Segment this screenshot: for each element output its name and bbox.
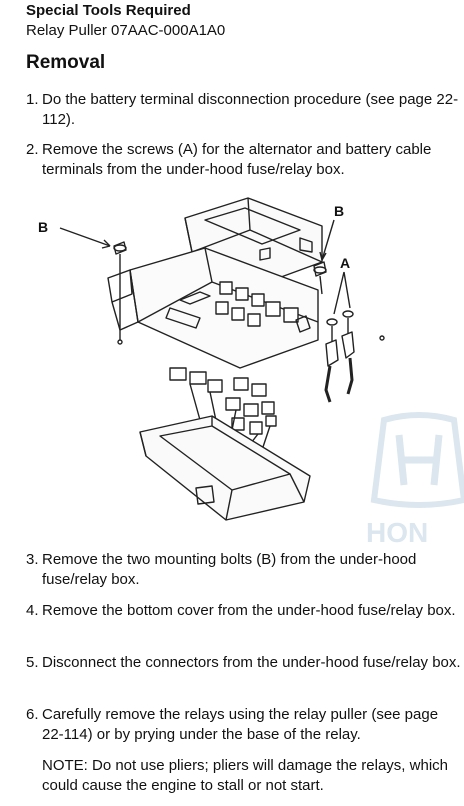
- step-number: 6.: [26, 706, 39, 723]
- step-text: Remove the two mounting bolts (B) from t…: [42, 551, 417, 588]
- step-number: 3.: [26, 551, 39, 568]
- step-6: 6.Carefully remove the relays using the …: [26, 705, 462, 745]
- step-text: Remove the bottom cover from the under-h…: [42, 602, 456, 619]
- step-2: 2.Remove the screws (A) for the alternat…: [26, 140, 462, 180]
- step-5: 5.Disconnect the connectors from the und…: [26, 653, 462, 673]
- callout-b-left: B: [38, 219, 48, 235]
- step-text: Remove the screws (A) for the alternator…: [42, 141, 432, 178]
- step-number: 5.: [26, 654, 39, 671]
- step-text: Do the battery terminal disconnection pr…: [42, 91, 459, 128]
- fuse-box-diagram: B B A: [38, 197, 385, 521]
- callout-leader-b-right: [321, 219, 335, 261]
- step-number: 4.: [26, 602, 39, 619]
- callout-arrow-b-left: [101, 239, 111, 249]
- step-1: 1.Do the battery terminal disconnection …: [26, 90, 462, 130]
- callout-a: A: [340, 255, 350, 271]
- step-number: 1.: [26, 91, 39, 108]
- callout-leader-a: [333, 271, 351, 315]
- watermark-text: HON: [366, 517, 428, 548]
- bottom-cover: [139, 415, 311, 521]
- step-4: 4.Remove the bottom cover from the under…: [26, 601, 462, 621]
- terminal-screws: [324, 310, 385, 403]
- mounting-bolt-left: [113, 241, 127, 345]
- callout-arrow-b-right: [319, 251, 327, 261]
- step-text: Disconnect the connectors from the under…: [42, 654, 461, 671]
- step-3: 3.Remove the two mounting bolts (B) from…: [26, 550, 462, 590]
- section-heading: Removal: [26, 52, 106, 73]
- note: NOTE: Do not use pliers; pliers will dam…: [42, 757, 448, 794]
- step-number: 2.: [26, 141, 39, 158]
- special-tools-item: Relay Puller 07AAC-000A1A0: [26, 22, 226, 39]
- callout-leader-b-left: [59, 227, 111, 247]
- fuse-box-body: [107, 247, 319, 369]
- callout-b-right: B: [334, 203, 344, 219]
- step-text: Carefully remove the relays using the re…: [42, 706, 439, 743]
- mounting-bolt-right: [313, 261, 327, 295]
- special-tools-title: Special Tools Required: [26, 2, 191, 19]
- honda-watermark: HON: [366, 412, 464, 548]
